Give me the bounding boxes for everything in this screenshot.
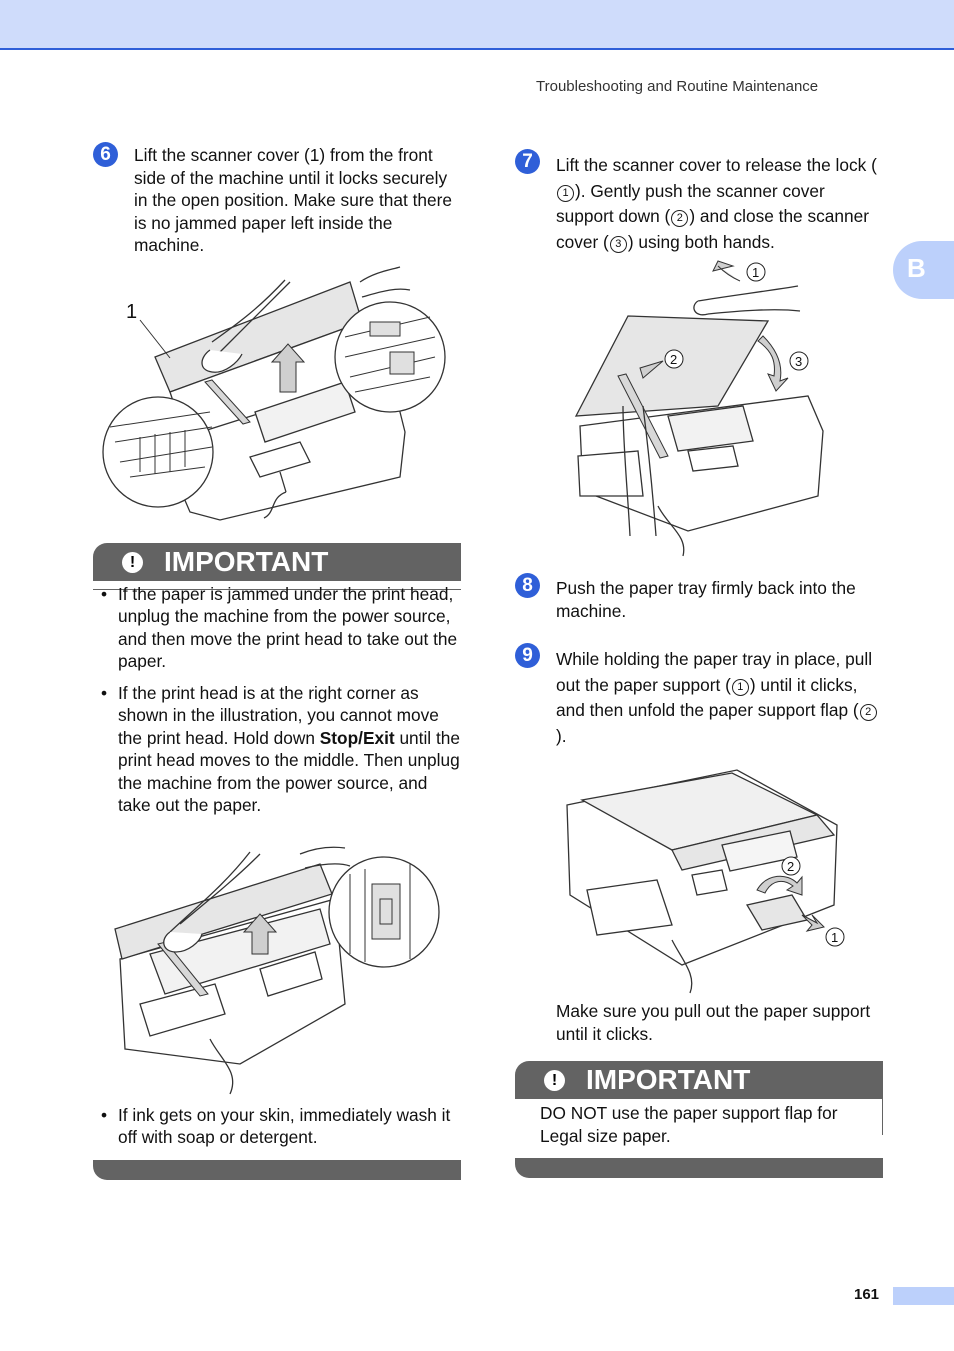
step-9-note: Make sure you pull out the paper support… bbox=[556, 1001, 871, 1044]
step-7-text: Lift the scanner cover to release the lo… bbox=[556, 153, 886, 255]
step-6-badge: 6 bbox=[93, 142, 118, 167]
circled-number-1: 1 bbox=[557, 184, 574, 202]
circled-number-1: 1 bbox=[731, 678, 749, 696]
warning-icon: ! bbox=[544, 1070, 565, 1091]
figure-4-callout-1: 1 bbox=[831, 930, 838, 945]
important-left-label: IMPORTANT bbox=[164, 546, 329, 577]
step-7-text-part-2: ). Gently push the scanner cover support… bbox=[556, 180, 825, 227]
important-left-bullet-2-text-b: until the print head moves to the middle… bbox=[118, 727, 460, 816]
step-9-badge: 9 bbox=[515, 643, 540, 668]
step-8-badge: 8 bbox=[515, 573, 540, 598]
important-left-bullet-2-text-a: If the print head is at the right corner… bbox=[118, 683, 439, 748]
page-number: 161 bbox=[854, 1286, 880, 1303]
figure-2-callout-1: 1 bbox=[752, 265, 759, 280]
running-head: Troubleshooting and Routine Maintenance bbox=[536, 78, 819, 95]
important-left-bullet-1-text: If the paper is jammed under the print h… bbox=[118, 584, 458, 672]
step-7-text-part-1: Lift the scanner cover to release the lo… bbox=[556, 155, 877, 175]
step-9-text-part-3: ). bbox=[556, 725, 567, 746]
step-9-text-part-1: While holding the paper tray in place, p… bbox=[556, 649, 873, 695]
important-left-bullet-2: • If the print head is at the right corn… bbox=[101, 682, 463, 816]
step-9-text: While holding the paper tray in place, p… bbox=[556, 647, 886, 749]
figure-close-scanner-cover: 1 2 3 bbox=[574, 260, 824, 557]
important-right-text: DO NOT use the paper support flap for Le… bbox=[540, 1103, 838, 1146]
bullet-dot-icon: • bbox=[101, 1105, 108, 1125]
figure-lift-scanner-cover: 1 bbox=[102, 266, 446, 521]
figure-2-callout-3: 3 bbox=[795, 354, 802, 369]
important-left-rule bbox=[93, 589, 461, 590]
important-left-header: ! IMPORTANT bbox=[93, 543, 461, 581]
stop-exit-key-label: Stop/Exit bbox=[319, 727, 395, 748]
figure-pull-paper-support: 2 1 bbox=[566, 769, 845, 994]
figure-print-head-right-corner bbox=[114, 846, 440, 1095]
bullet-dot-icon: • bbox=[101, 584, 108, 604]
chapter-tab: B bbox=[893, 241, 954, 299]
figure-1-callout: 1 bbox=[126, 301, 137, 323]
step-6-text: Lift the scanner cover (1) from the fron… bbox=[134, 145, 452, 256]
circled-number-2: 2 bbox=[859, 704, 877, 721]
circled-number-2: 2 bbox=[671, 210, 689, 227]
top-banner bbox=[0, 0, 954, 50]
circled-number-3: 3 bbox=[609, 235, 627, 253]
step-7-text-part-3: ) and close the scanner cover ( bbox=[556, 206, 869, 252]
warning-icon: ! bbox=[122, 552, 143, 573]
important-right-footer-bar bbox=[515, 1158, 883, 1178]
figure-4-callout-2: 2 bbox=[787, 859, 794, 874]
important-right-header: ! IMPORTANT bbox=[515, 1061, 883, 1099]
important-left-footer-bar bbox=[93, 1160, 461, 1180]
important-right-side-rule bbox=[882, 1099, 883, 1135]
step-8-text: Push the paper tray firmly back into the… bbox=[556, 578, 856, 621]
step-9-text-part-2: ) until it clicks, and then unfold the p… bbox=[556, 674, 859, 721]
important-right-label: IMPORTANT bbox=[586, 1064, 751, 1095]
important-left-bullet-3-text: If ink gets on your skin, immediately wa… bbox=[118, 1105, 451, 1148]
chapter-tab-letter: B bbox=[907, 253, 926, 283]
step-7-text-part-4: ) using both hands. bbox=[627, 231, 775, 252]
important-left-bullet-1: • If the paper is jammed under the print… bbox=[101, 583, 463, 673]
page-number-tab bbox=[893, 1287, 954, 1305]
important-left-bullet-3: • If ink gets on your skin, immediately … bbox=[101, 1104, 463, 1149]
bullet-dot-icon: • bbox=[101, 683, 108, 703]
figure-2-callout-2: 2 bbox=[670, 352, 677, 367]
step-7-badge: 7 bbox=[515, 149, 540, 174]
